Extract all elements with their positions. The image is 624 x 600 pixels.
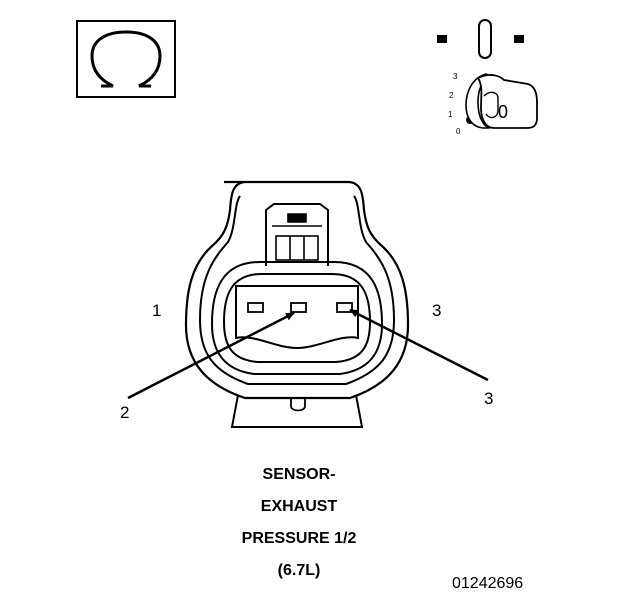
ignition-position-3: 3 (453, 72, 458, 81)
side-label-pin-1: 1 (152, 301, 161, 320)
pointer-label-pin-2: 2 (120, 403, 129, 422)
caption-line-3: PRESSURE 1/2 (242, 530, 357, 547)
ignition-position-0: 0 (456, 127, 461, 136)
ignition-indicator (437, 19, 524, 59)
pin-cavity-1 (247, 302, 264, 313)
pointer-label-pin-3: 3 (484, 389, 493, 408)
ohmmeter-box (76, 20, 176, 98)
pin-cavity-2 (290, 302, 307, 313)
off-marker-left (437, 35, 447, 43)
caption-line-1: SENSOR- (263, 466, 336, 483)
caption-line-2: EXHAUST (261, 498, 338, 515)
figure-code: 01242696 (452, 575, 523, 592)
ignition-key-icon: 3 2 1 0 0 (448, 72, 538, 136)
caption-line-4: (6.7L) (278, 562, 321, 579)
ignition-position-2: 2 (449, 91, 454, 100)
side-label-pin-3: 3 (432, 301, 441, 320)
pin-cavity-3 (336, 302, 353, 313)
connector-body (184, 180, 410, 428)
key-label: 0 (498, 102, 508, 122)
ohm-symbol-icon (90, 30, 162, 88)
ignition-position-1: 1 (448, 110, 453, 119)
off-marker-right (514, 35, 524, 43)
key-slot (478, 19, 492, 59)
leader-arrow-pin-3 (349, 308, 489, 382)
leader-arrow-pin-2 (127, 311, 295, 400)
